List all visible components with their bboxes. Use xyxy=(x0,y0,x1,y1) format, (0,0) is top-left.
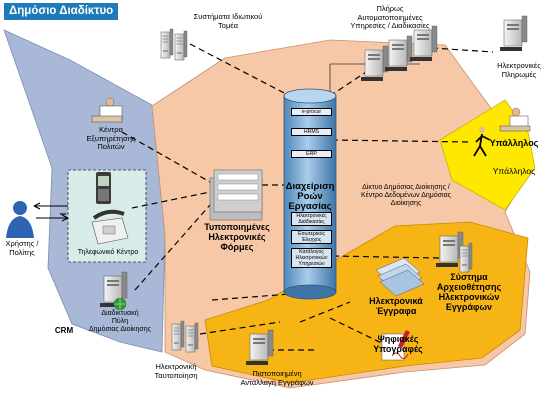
e-payments-server xyxy=(499,15,528,52)
employee-desk-icon xyxy=(499,107,531,132)
drum-submodule-procedures: Ηλεκτρονικές Διαδικασίες xyxy=(291,212,332,226)
arrow-to-citizen xyxy=(33,202,68,210)
label-standard-forms: Τυποποιημένες Ηλεκτρονικές Φόρμες xyxy=(204,222,270,252)
mobile-phone-icon xyxy=(96,172,111,204)
label-workflow: Διαχείριση Ροών Εργασίας xyxy=(285,181,335,212)
label-admin-network: Δίκτυο Δημόσιας Διοίκησης / Κέντρο Δεδομ… xyxy=(360,184,452,208)
arrow-from-citizen xyxy=(36,214,69,222)
label-e-documents: Ηλεκτρονικά Έγγραφα xyxy=(369,296,423,316)
label-automated-services: Πλήρως Αυτοματοποιημένες Υπηρεσίες / Δια… xyxy=(350,4,430,31)
portal-server-icon xyxy=(99,271,128,311)
service-center-icon xyxy=(91,97,123,123)
drum-module-hrms: HRMS xyxy=(291,128,332,136)
user-citizen-icon xyxy=(6,201,34,238)
desk-phone-icon xyxy=(91,209,129,245)
e-documents-icon xyxy=(375,257,425,297)
label-service-centers: Κέντρα Εξυπηρέτησης Πολιτών xyxy=(86,125,136,152)
label-digital-signatures: Ψηφιακές Υπογραφές xyxy=(373,334,423,354)
digital-signatures-icon xyxy=(381,330,410,361)
label-employee-outer: Υπάλληλος xyxy=(492,166,536,176)
label-e-payments: Ηλεκτρονικές Πληρωμές xyxy=(497,61,541,79)
forms-stack-icon xyxy=(209,169,263,221)
label-certified-exchange: Πιστοποιημένη Ανταλλαγή Εγγράφων xyxy=(240,369,314,387)
label-e-authentication: Ηλεκτρονική Ταυτοποίηση xyxy=(154,362,198,380)
drum-submodule-catalog: Κατάλογος Ηλεκτρονικών Υπηρεσιών xyxy=(291,248,332,268)
label-portal: Διαδικτυακή Πύλη Δημόσιας Διοίκησης xyxy=(88,310,151,333)
private-sector-servers xyxy=(160,28,188,61)
label-crm: CRM xyxy=(54,326,74,335)
drum-module-erp: ERP xyxy=(291,150,332,158)
label-private-sector: Συστήματα Ιδιωτικού Τομέα xyxy=(193,12,263,30)
label-call-center: Τηλεφωνικό Κέντρο xyxy=(77,249,139,256)
employee-walking-icon xyxy=(473,127,491,157)
drum-module-eprocur: e-procur xyxy=(291,108,332,116)
drum-submodule-audit: Εσωτερικός Έλεγχος xyxy=(291,230,332,244)
label-employee-inner: Υπάλληλος xyxy=(489,138,539,148)
label-archiving: Σύστημα Αρχειοθέτησης Ηλεκτρονικών Εγγρά… xyxy=(436,272,502,312)
diagram-title: Δημόσιο Διαδίκτυο xyxy=(4,3,119,20)
label-user-citizen: Χρήστης / Πολίτης xyxy=(5,239,39,257)
